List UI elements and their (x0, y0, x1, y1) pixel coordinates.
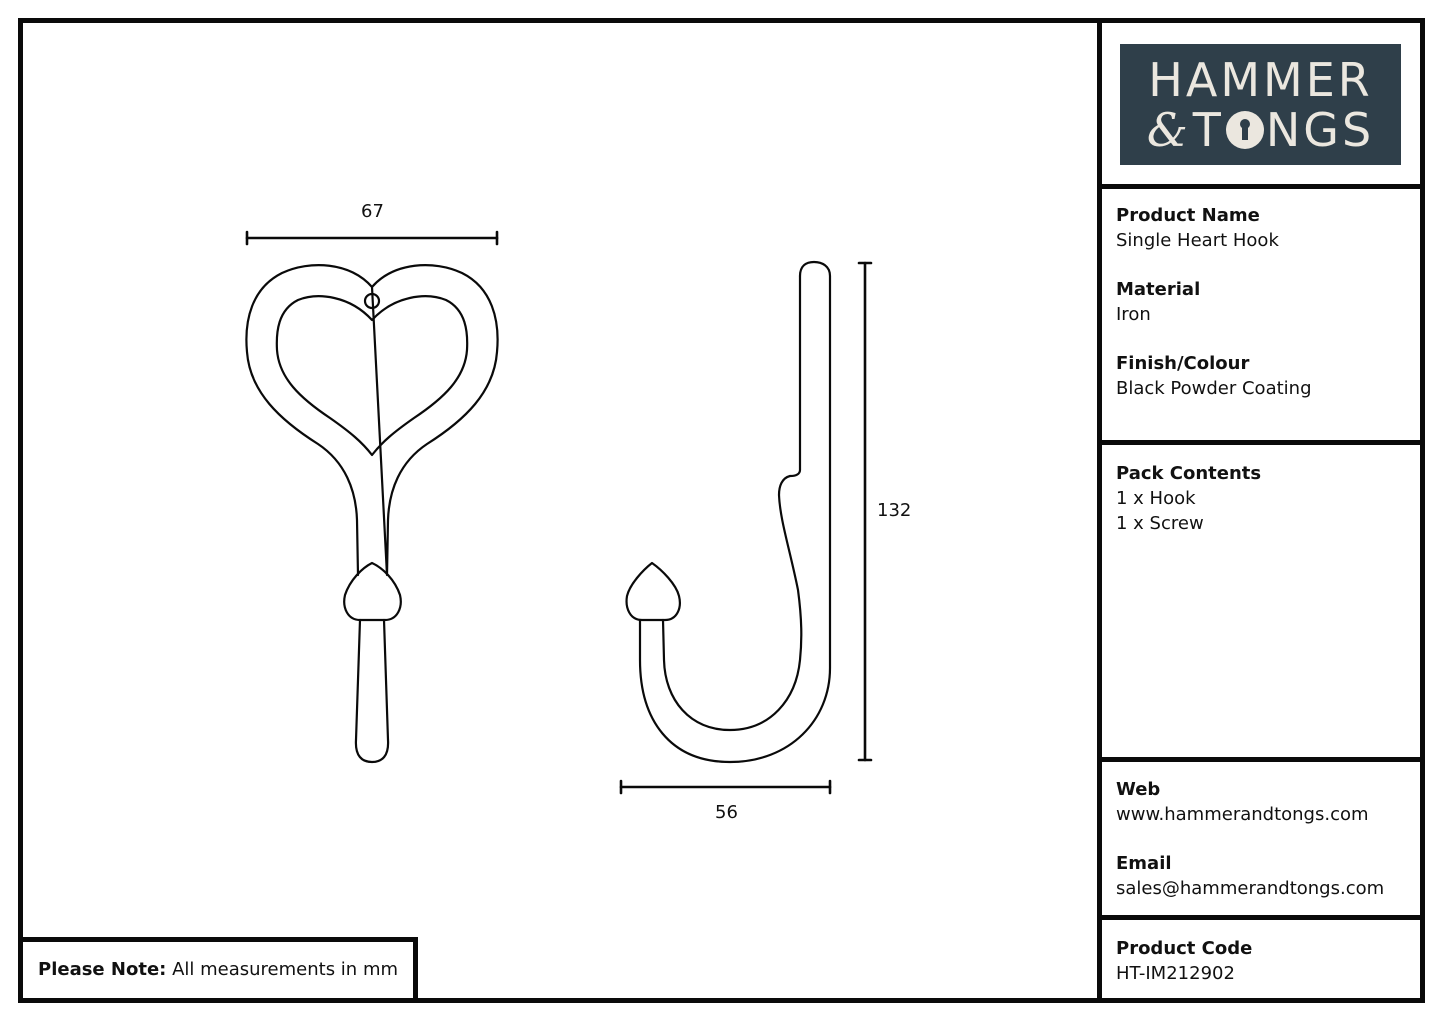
note-box (18, 937, 418, 1003)
dimension-height-label: 132 (877, 500, 912, 521)
pack-contents: Pack Contents 1 x Hook 1 x Screw (1116, 461, 1261, 536)
web-link[interactable]: www.hammerandtongs.com (1116, 804, 1369, 825)
logo-text-tongs: &T NGS (1120, 104, 1401, 156)
divider-logo (1097, 184, 1425, 189)
divider-specs (1097, 440, 1425, 445)
divider-pack (1097, 757, 1425, 762)
measurement-note: Please Note: All measurements in mm (38, 958, 398, 982)
logo-text-hammer: HAMMER (1148, 53, 1373, 107)
product-code: Product Code HT-IM212902 (1116, 936, 1252, 986)
note-text: All measurements in mm (172, 959, 399, 980)
brand-logo: HAMMER &T NGS (1120, 44, 1401, 165)
product-specs: Product Name Single Heart Hook Material … (1116, 203, 1312, 401)
dimension-depth-label: 56 (715, 802, 738, 823)
side-view-j-hook (619, 260, 873, 795)
keyhole-icon (1225, 111, 1264, 149)
finish-value: Black Powder Coating (1116, 378, 1312, 399)
email-label: Email (1116, 853, 1172, 874)
logo-letter-t: T (1192, 103, 1224, 157)
logo-letters-ngs: NGS (1265, 103, 1375, 157)
web-label: Web (1116, 779, 1161, 800)
front-view-heart-hook (245, 230, 499, 764)
note-label: Please Note: (38, 959, 167, 980)
contact-info: Web www.hammerandtongs.com Email sales@h… (1116, 777, 1384, 901)
product-code-label: Product Code (1116, 938, 1253, 959)
material-label: Material (1116, 279, 1201, 300)
product-name-label: Product Name (1116, 205, 1260, 226)
divider-contact (1097, 915, 1425, 920)
pack-item: 1 x Hook (1116, 488, 1196, 509)
title-block-divider (1097, 18, 1102, 1003)
logo-ampersand: & (1146, 103, 1191, 157)
material-value: Iron (1116, 304, 1151, 325)
pack-contents-label: Pack Contents (1116, 463, 1262, 484)
finish-label: Finish/Colour (1116, 353, 1250, 374)
dimension-width-label: 67 (361, 201, 384, 222)
drawing-frame (18, 18, 1425, 1003)
product-code-value: HT-IM212902 (1116, 963, 1235, 984)
product-name-value: Single Heart Hook (1116, 230, 1279, 251)
email-link[interactable]: sales@hammerandtongs.com (1116, 878, 1385, 899)
pack-item: 1 x Screw (1116, 513, 1204, 534)
